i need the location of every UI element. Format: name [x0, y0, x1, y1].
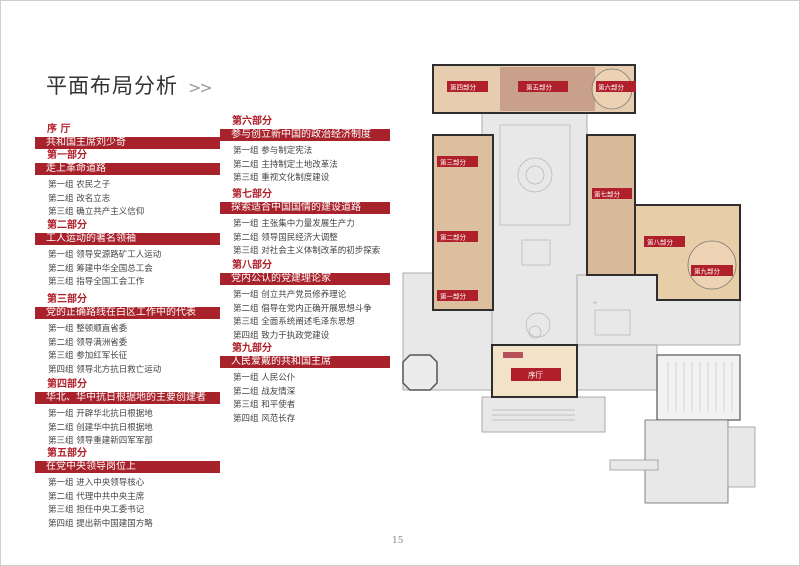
section-heading: 第五部分: [47, 448, 87, 459]
section-title-bar: 党内公认的党建理论家: [220, 273, 390, 285]
group-item: 第二组 主持制定土地改革法: [233, 159, 338, 170]
group-item: 第三组 担任中央工委书记: [48, 505, 145, 516]
section-heading: 第六部分: [232, 116, 272, 127]
label-part-3: 第三部分: [437, 156, 478, 167]
outline-section: 第五部分在党中央领导岗位上第一组 进入中央领导核心第二组 代理中共中央主席第三组…: [35, 448, 220, 531]
group-list: 第一组 开辟华北抗日根据地第二组 创建华中抗日根据地第三组 领导重建新四军军部: [35, 408, 220, 449]
section-heading: 第四部分: [47, 379, 87, 390]
svg-text:第五部分: 第五部分: [526, 83, 553, 92]
group-item: 第三组 对社会主义体制改革的初步探索: [233, 246, 381, 257]
label-part-9: 第九部分: [691, 265, 733, 276]
svg-text:第八部分: 第八部分: [647, 238, 674, 247]
outline-section: 第二部分工人运动的著名领袖第一组 领导安源路矿工人运动第二组 筹建中华全国总工会…: [35, 220, 220, 290]
outline-section: 第四部分华北、华中抗日根据地的主要创建者第一组 开辟华北抗日根据地第二组 创建华…: [35, 379, 220, 449]
section-heading: 序 厅: [47, 124, 71, 135]
group-item: 第四组 领导北方抗日救亡运动: [48, 364, 162, 375]
svg-text:第一部分: 第一部分: [440, 292, 467, 301]
group-list: 第一组 创立共产党员修养理论第二组 倡导在党内正确开展思想斗争第三组 全面系统阐…: [220, 289, 390, 343]
group-item: 第四组 风范长存: [233, 413, 296, 424]
group-item: 第三组 确立共产主义信仰: [48, 207, 145, 218]
group-item: 第三组 全面系统阐述毛泽东思想: [233, 317, 355, 328]
group-list: 第一组 农民之子第二组 改名立志第三组 确立共产主义信仰: [35, 179, 220, 220]
group-list: 第一组 进入中央领导核心第二组 代理中共中央主席第三组 担任中央工委书记第四组 …: [35, 477, 220, 531]
section-title-bar: 探索适合中国国情的建设道路: [220, 202, 390, 214]
section-heading: 第七部分: [232, 189, 272, 200]
group-item: 第三组 和平使者: [233, 400, 296, 411]
group-item: 第三组 指导全国工会工作: [48, 277, 145, 288]
group-item: 第二组 创建华中抗日根据地: [48, 422, 153, 433]
svg-text:第七部分: 第七部分: [594, 190, 621, 199]
group-item: 第二组 倡导在党内正确开展思想斗争: [233, 303, 372, 314]
svg-text:第二部分: 第二部分: [440, 233, 467, 242]
group-list: 第一组 领导安源路矿工人运动第二组 筹建中华全国总工会第三组 指导全国工会工作: [35, 249, 220, 290]
section-title-bar: 走上革命道路: [35, 163, 220, 175]
svg-text:第九部分: 第九部分: [694, 267, 721, 276]
group-list: 第一组 参与制定宪法第二组 主持制定土地改革法第三组 重视文化制度建设: [220, 145, 390, 186]
group-item: 第二组 领导满洲省委: [48, 337, 128, 348]
group-item: 第三组 参加红军长征: [48, 351, 128, 362]
group-item: 第一组 创立共产党员修养理论: [233, 290, 347, 300]
svg-text:第六部分: 第六部分: [598, 83, 625, 92]
title-arrow: >>: [188, 78, 213, 97]
group-item: 第二组 代理中共中央主席: [48, 491, 145, 502]
lobby-emblem: [503, 352, 523, 358]
group-item: 第一组 农民之子: [48, 180, 111, 190]
group-item: 第三组 领导重建新四军军部: [48, 436, 153, 447]
group-item: 第四组 致力于执政党建设: [233, 330, 330, 341]
group-item: 第一组 领导安源路矿工人运动: [48, 250, 162, 260]
section-title-bar: 人民爱戴的共和国主席: [220, 356, 390, 368]
svg-text:第四部分: 第四部分: [450, 83, 477, 92]
group-list: 第一组 人民公仆第二组 战友情深第三组 和平使者第四组 风范长存: [220, 372, 390, 426]
group-item: 第一组 主张集中力量发展生产力: [233, 219, 355, 229]
group-item: 第二组 改名立志: [48, 193, 111, 204]
group-item: 第二组 筹建中华全国总工会: [48, 263, 153, 274]
label-part-7: 第七部分: [592, 188, 632, 199]
section-heading: 第二部分: [47, 220, 87, 231]
outline-section: 第八部分党内公认的党建理论家第一组 创立共产党员修养理论第二组 倡导在党内正确开…: [220, 260, 390, 343]
group-item: 第一组 人民公仆: [233, 373, 296, 383]
section-heading: 第三部分: [47, 294, 87, 305]
group-list: 第一组 主张集中力量发展生产力第二组 领导国民经济大调整第三组 对社会主义体制改…: [220, 218, 390, 259]
label-part-5: 第五部分: [518, 81, 568, 92]
group-item: 第一组 进入中央领导核心: [48, 478, 145, 488]
section-title-bar: 参与创立新中国的政治经济制度: [220, 129, 390, 141]
section-title-bar: 党的正确路线在白区工作中的代表: [35, 307, 220, 319]
group-item: 第一组 整顿顺直省委: [48, 324, 128, 334]
group-list: 第一组 整顿顺直省委第二组 领导满洲省委第三组 参加红军长征第四组 领导北方抗日…: [35, 323, 220, 377]
label-part-2: 第二部分: [437, 231, 478, 242]
section-heading: 第八部分: [232, 260, 272, 271]
section-heading: 第一部分: [47, 150, 87, 161]
label-lobby: 序厅: [511, 368, 561, 381]
label-part-4: 第四部分: [447, 81, 488, 92]
group-item: 第三组 重视文化制度建设: [233, 173, 330, 184]
title-text: 平面布局分析: [46, 74, 178, 98]
page-number: 15: [392, 536, 404, 546]
label-part-1: 第一部分: [437, 290, 478, 301]
outline-section: 第七部分探索适合中国国情的建设道路第一组 主张集中力量发展生产力第二组 领导国民…: [220, 189, 390, 259]
section-title-bar: 工人运动的著名领袖: [35, 233, 220, 245]
section-heading: 第九部分: [232, 343, 272, 354]
group-item: 第二组 战友情深: [233, 386, 296, 397]
svg-text:第三部分: 第三部分: [440, 158, 467, 167]
section-title-bar: 共和国主席刘少奇: [35, 137, 220, 149]
label-part-8: 第八部分: [644, 236, 685, 247]
outline-section: 第一部分走上革命道路第一组 农民之子第二组 改名立志第三组 确立共产主义信仰: [35, 150, 220, 220]
label-part-6: 第六部分: [596, 81, 636, 92]
group-item: 第一组 参与制定宪法: [233, 146, 313, 156]
outline-section: 序 厅共和国主席刘少奇: [35, 124, 220, 149]
plan-section-labels: 第四部分 第五部分 第六部分 第三部分 第七部分 第二部分 第八部分 第九部分 …: [437, 81, 733, 381]
section-title-bar: 在党中央领导岗位上: [35, 461, 220, 473]
group-item: 第一组 开辟华北抗日根据地: [48, 409, 153, 419]
outline-section: 第九部分人民爱戴的共和国主席第一组 人民公仆第二组 战友情深第三组 和平使者第四…: [220, 343, 390, 426]
section-title-bar: 华北、华中抗日根据地的主要创建者: [35, 392, 220, 404]
plan-courtyard-details: [492, 124, 733, 421]
group-item: 第四组 提出新中国建国方略: [48, 518, 153, 529]
outline-section: 第六部分参与创立新中国的政治经济制度第一组 参与制定宪法第二组 主持制定土地改革…: [220, 116, 390, 186]
page-title: 平面布局分析 >>: [46, 70, 213, 100]
group-item: 第二组 领导国民经济大调整: [233, 232, 338, 243]
svg-text:序厅: 序厅: [528, 370, 543, 380]
outline-section: 第三部分党的正确路线在白区工作中的代表第一组 整顿顺直省委第二组 领导满洲省委第…: [35, 294, 220, 377]
